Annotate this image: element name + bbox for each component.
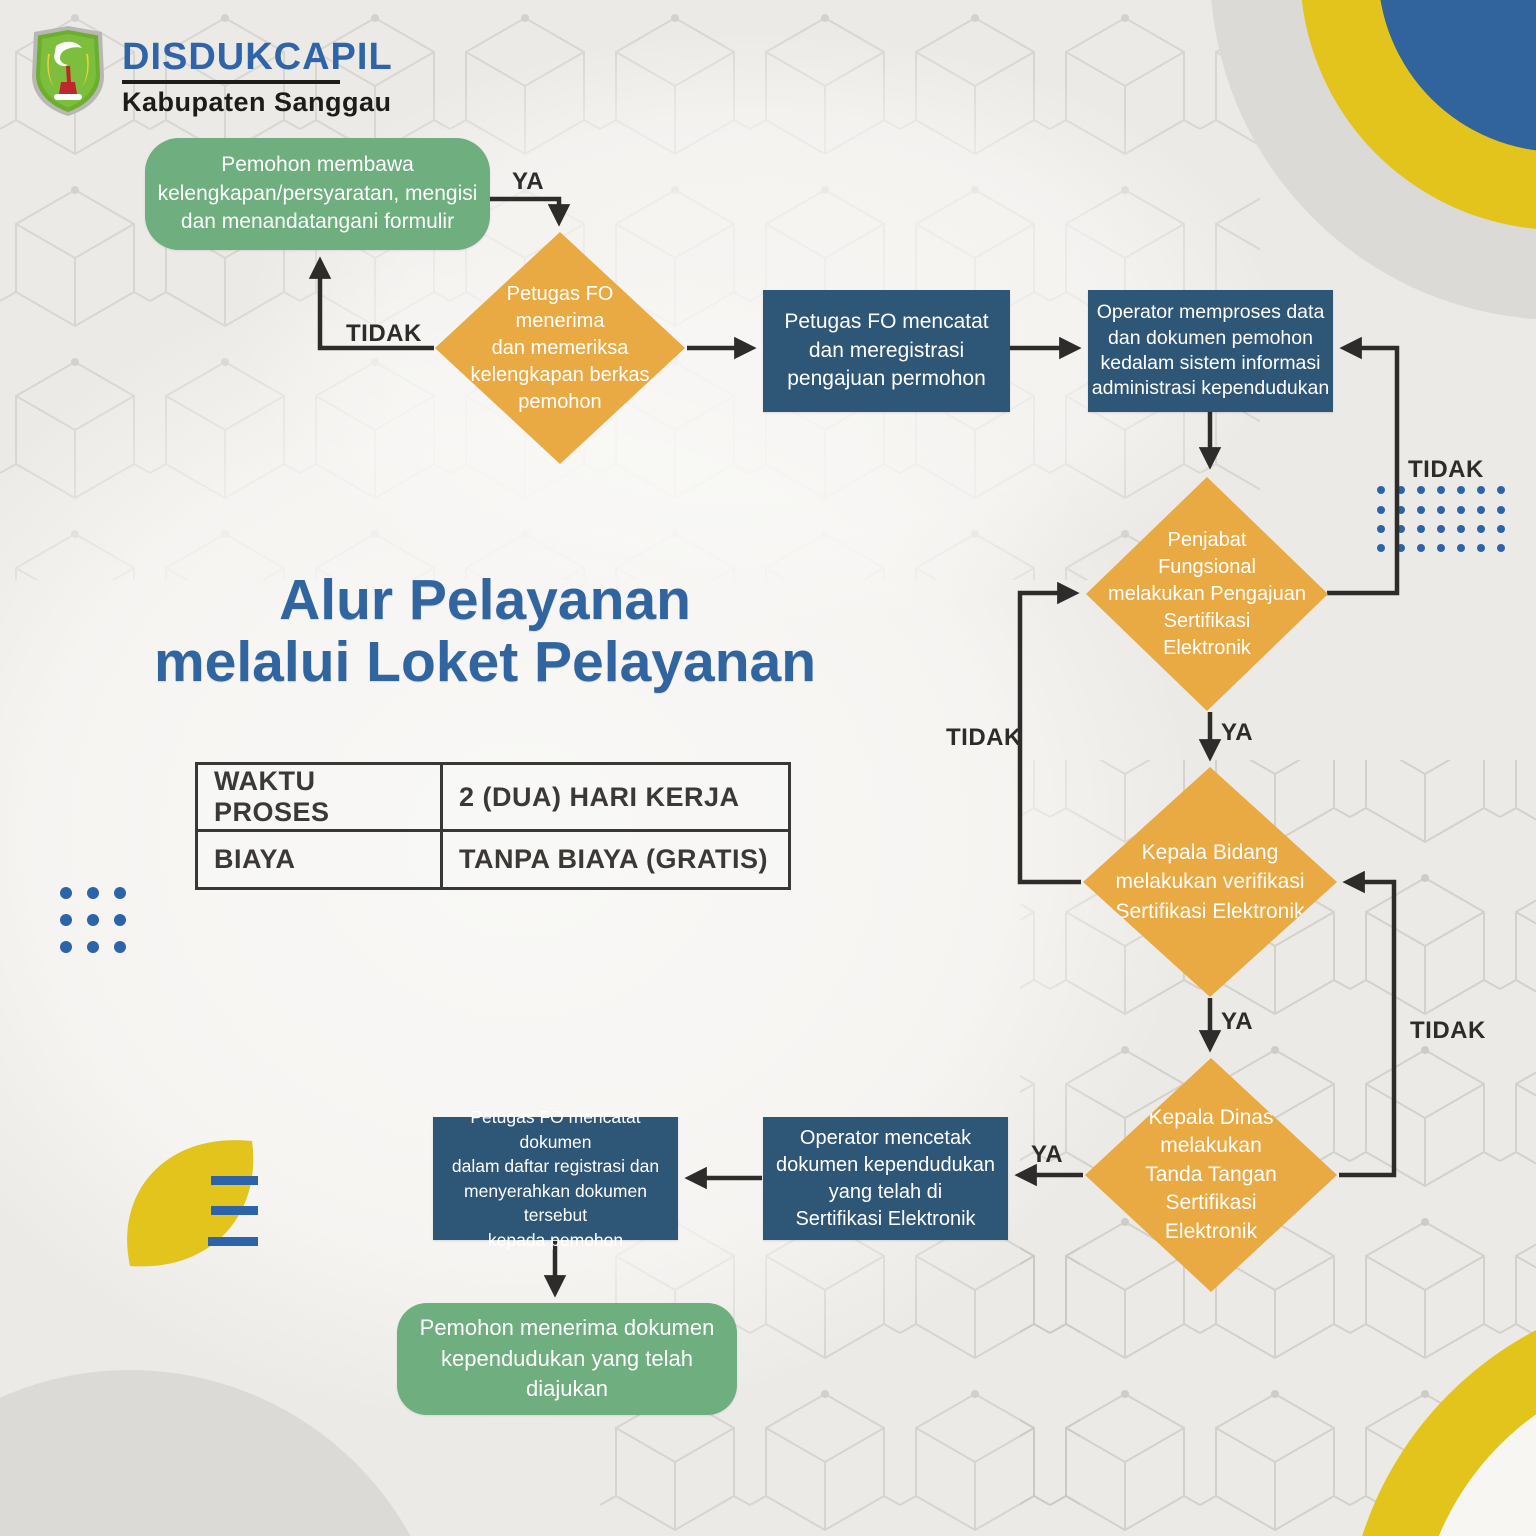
leaf-shape (127, 1140, 254, 1267)
node-register: Petugas FO mencatat dan meregistrasi pen… (763, 290, 1010, 412)
edge-label-ya-pengajuan: YA (1221, 719, 1254, 746)
yellow-ring-inner (1438, 1414, 1536, 1536)
edge-label-ya-verifikasi: YA (1221, 1008, 1254, 1035)
page-title-line1: Alur Pelayanan (279, 568, 691, 632)
edge-label-tidak-verifikasi: TIDAK (946, 724, 1022, 751)
node-selesai: Pemohon menerima dokumen kependudukan ya… (397, 1303, 737, 1415)
node-start: Pemohon membawa kelengkapan/persyaratan,… (145, 138, 490, 250)
edge-label-ya-start: YA (512, 168, 545, 195)
arrow-tandatangan-tidak-to-verifikasi (1339, 870, 1397, 1178)
table-cell-value: 2 (DUA) HARI KERJA (440, 762, 791, 832)
table-row: WAKTU PROSES 2 (DUA) HARI KERJA (195, 762, 791, 832)
table-cell-value: TANPA BIAYA (GRATIS) (440, 829, 791, 890)
arrow-checkfo-tidak-to-start (308, 256, 434, 351)
edge-label-ya-tandatangan: YA (1031, 1141, 1064, 1168)
page-title-line2: melalui Loket Pelayanan (153, 629, 817, 694)
table-cell-label: BIAYA (195, 829, 443, 890)
node-operator-process: Operator memproses data dan dokumen pemo… (1088, 290, 1333, 412)
logo-underline (122, 80, 340, 84)
dot-grid-right (1377, 486, 1505, 552)
arrow-pengajuan-tidak-to-process (1327, 336, 1400, 596)
white-glow-top (240, 30, 1280, 630)
kabupaten-sanggau-seal (32, 26, 104, 116)
blue-circle-top-right (1380, 0, 1536, 151)
seal-emblem (47, 41, 89, 100)
table-cell-label: WAKTU PROSES (195, 762, 443, 832)
info-table: WAKTU PROSES 2 (DUA) HARI KERJA BIAYA TA… (195, 762, 791, 890)
arrow-start-to-checkfo (490, 196, 571, 227)
header-logo: DISDUKCAPIL Kabupaten Sanggau (28, 24, 393, 118)
table-row: BIAYA TANPA BIAYA (GRATIS) (195, 829, 791, 890)
arrow-verifikasi-tidak-to-pengajuan (1017, 581, 1081, 885)
leaf-blue-bars (208, 1176, 258, 1246)
gray-blob-bottom-left (0, 1370, 411, 1536)
edge-label-tidak-checkfo: TIDAK (346, 320, 422, 347)
edge-label-tidak-pengajuan: TIDAK (1408, 456, 1484, 483)
edge-label-tidak-tandatangan: TIDAK (1410, 1017, 1486, 1044)
node-serahkan-dokumen: Petugas FO mencatat dokumen dalam daftar… (433, 1107, 678, 1250)
logo-subtitle: Kabupaten Sanggau (122, 87, 392, 117)
page-title: Alur Pelayanan melalui Loket Pelayanan (90, 568, 880, 694)
logo-title: DISDUKCAPIL (122, 36, 393, 78)
dot-grid-left (60, 887, 126, 953)
node-cetak-dokumen: Operator mencetak dokumen kependudukan y… (763, 1117, 1008, 1240)
